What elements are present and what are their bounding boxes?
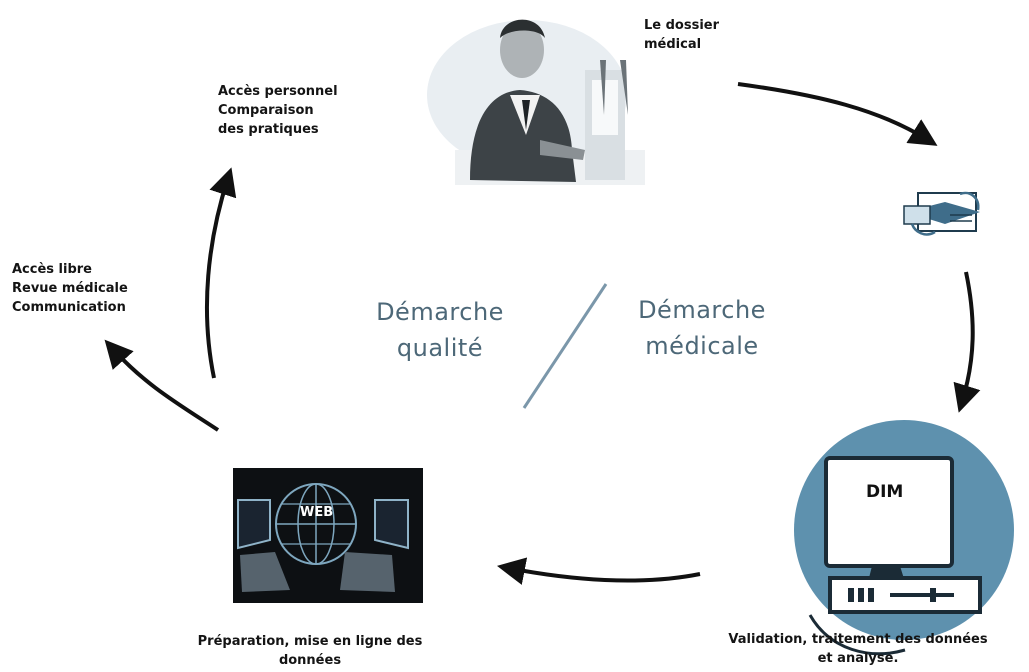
dim-label: DIM (866, 482, 903, 502)
label-preparation-line-1: Préparation, mise en ligne des (197, 634, 423, 649)
label-acces-personnel: Accès personnel Comparaison des pratique… (218, 82, 338, 139)
web-network-icon: WEB (233, 468, 423, 603)
center-left-line-1: Démarche (376, 298, 504, 326)
web-label: WEB (300, 505, 333, 520)
arrow-web-to-personnel (204, 167, 237, 379)
label-dossier-medical: Le dossier médical (644, 16, 719, 54)
label-dossier-line-1: Le dossier (644, 18, 720, 33)
center-left-line-2: qualité (396, 334, 484, 362)
label-acces-personnel-line-3: des pratiques (218, 122, 319, 137)
center-divider (522, 283, 608, 409)
label-preparation: Préparation, mise en ligne des données (175, 632, 445, 670)
label-validation: Validation, traitement des données et an… (693, 630, 1023, 668)
center-demarche-qualite: Démarche qualité (350, 294, 530, 366)
arrow-dim-to-web (497, 557, 701, 585)
label-preparation-line-2: données (278, 653, 342, 668)
label-acces-libre-line-1: Accès libre (12, 262, 92, 277)
label-validation-line-1: Validation, traitement des données (728, 632, 988, 647)
doctor-at-computer-icon (427, 19, 645, 185)
center-demarche-medicale: Démarche médicale (612, 292, 792, 364)
label-acces-libre: Accès libre Revue médicale Communication (12, 260, 128, 317)
dim-computer-icon: DIM (794, 420, 1014, 656)
label-dossier-line-2: médical (644, 37, 702, 52)
arrow-mail-to-dim (953, 271, 981, 413)
arrow-dossier-to-mail (737, 82, 938, 146)
label-validation-line-2: et analyse. (817, 651, 899, 666)
label-acces-personnel-line-1: Accès personnel (218, 84, 338, 99)
arrow-web-to-libre (104, 339, 220, 432)
mail-transfer-icon (903, 191, 980, 236)
label-acces-libre-line-3: Communication (12, 300, 126, 315)
center-right-line-1: Démarche (638, 296, 766, 324)
label-acces-libre-line-2: Revue médicale (12, 281, 128, 296)
center-right-line-2: médicale (645, 332, 759, 360)
label-acces-personnel-line-2: Comparaison (218, 103, 314, 118)
